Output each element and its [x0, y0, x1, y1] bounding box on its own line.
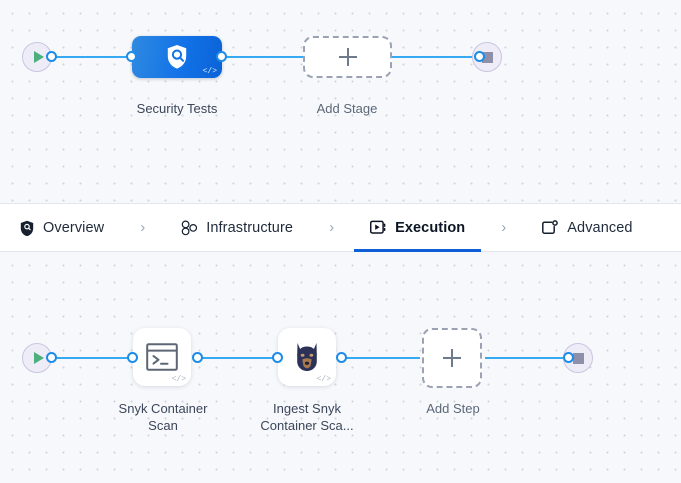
tab-separator-2: › — [329, 219, 335, 236]
step-canvas[interactable]: </> Snyk Container Scan </> Ingest Snyk … — [0, 252, 681, 483]
step-end-port[interactable] — [563, 352, 574, 363]
step-node-snyk-container-scan[interactable]: </> — [133, 328, 191, 386]
stage-wire-mid — [218, 56, 308, 58]
plus-icon — [338, 48, 357, 66]
plus-icon — [443, 349, 461, 367]
play-icon — [33, 51, 44, 63]
add-stage-button[interactable] — [303, 36, 392, 78]
play-box-icon — [370, 219, 387, 236]
stop-icon — [481, 51, 493, 63]
stage-wire-end — [386, 56, 480, 58]
nodes-icon — [181, 219, 198, 236]
tab-overview[interactable]: Overview — [16, 204, 106, 252]
tab-label-execution: Execution — [395, 219, 466, 236]
step-wire-2 — [338, 357, 420, 359]
code-badge-icon: </> — [171, 375, 186, 384]
snyk-container-scan-in-port[interactable] — [127, 352, 138, 363]
settings-box-icon — [542, 219, 559, 236]
tab-infrastructure[interactable]: Infrastructure — [179, 204, 295, 252]
step-node-ingest-snyk-container-scan[interactable]: </> — [278, 328, 336, 386]
tab-advanced[interactable]: Advanced — [540, 204, 634, 252]
security-tests-in-port[interactable] — [126, 51, 137, 62]
step-label-line1: Ingest Snyk — [273, 401, 341, 416]
stage-canvas[interactable]: </> Security Tests Add Stage — [0, 0, 681, 203]
tab-label-infrastructure: Infrastructure — [206, 219, 294, 236]
ingest-snyk-out-port[interactable] — [336, 352, 347, 363]
shield-search-icon — [167, 45, 187, 69]
shield-icon — [18, 219, 35, 236]
step-label-line2: Container Sca... — [260, 418, 354, 433]
tab-separator-3: › — [501, 219, 507, 236]
step-label-line1: Snyk Container — [118, 401, 208, 416]
add-step-button[interactable] — [422, 328, 482, 388]
add-step-label: Add Step — [426, 401, 480, 416]
pipeline-end-node[interactable] — [472, 42, 502, 72]
step-start-node[interactable] — [22, 343, 52, 373]
step-start-port[interactable] — [46, 352, 57, 363]
tab-label-overview: Overview — [43, 219, 105, 236]
terminal-icon — [146, 343, 178, 371]
step-label-snyk-container-scan: Snyk Container Scan — [92, 400, 234, 434]
stage-wire-start — [48, 56, 136, 58]
snyk-dog-icon — [297, 343, 317, 371]
code-badge-icon: </> — [202, 67, 217, 76]
stage-end-port[interactable] — [474, 51, 485, 62]
tab-execution[interactable]: Execution — [354, 204, 482, 252]
stage-start-port[interactable] — [46, 51, 57, 62]
stage-node-security-tests[interactable]: </> — [132, 36, 222, 78]
pipeline-tab-bar[interactable]: Overview › Infrastructure › Execution › — [0, 203, 681, 252]
step-wire-start — [48, 357, 136, 359]
security-tests-out-port[interactable] — [216, 51, 227, 62]
stop-icon — [572, 352, 584, 364]
step-wire-1 — [194, 357, 282, 359]
step-label-line2: Scan — [148, 418, 178, 433]
step-label-ingest-snyk-container-scan: Ingest Snyk Container Sca... — [236, 400, 378, 434]
tab-separator-1: › — [140, 219, 146, 236]
play-icon — [33, 352, 44, 364]
snyk-container-scan-out-port[interactable] — [192, 352, 203, 363]
ingest-snyk-in-port[interactable] — [272, 352, 283, 363]
add-stage-label: Add Stage — [316, 101, 378, 116]
stage-label-security-tests: Security Tests — [136, 101, 218, 116]
step-wire-end — [485, 357, 569, 359]
tab-label-advanced: Advanced — [567, 219, 633, 236]
code-badge-icon: </> — [316, 375, 331, 384]
